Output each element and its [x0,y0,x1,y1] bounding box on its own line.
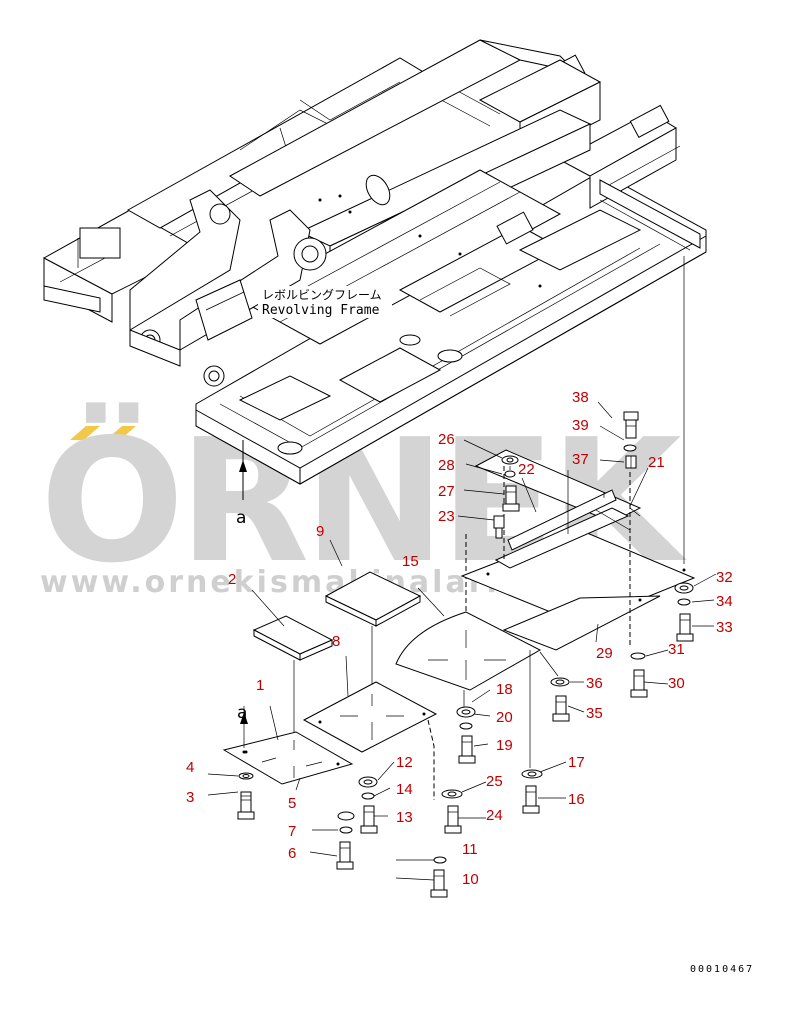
callout-23: 23 [438,508,455,525]
cover-plates: a [222,449,696,800]
callout-10: 10 [462,871,479,888]
frame-label-japanese: レボルビングフレーム [262,288,382,302]
callout-16: 16 [568,791,585,808]
callout-3: 3 [186,789,194,806]
callout-4: 4 [186,759,194,776]
drawing-code: 00010467 [690,964,754,975]
callout-15: 15 [402,553,419,570]
callout-32: 32 [716,569,733,586]
view-arrow-top: a [236,440,247,528]
callout-38: 38 [572,389,589,406]
callout-37: 37 [572,451,589,468]
callout-29: 29 [596,645,613,662]
callout-14: 14 [396,781,413,798]
callout-22: 22 [518,461,535,478]
callout-2: 2 [228,571,236,588]
callout-33: 33 [716,619,733,636]
view-letter-bottom: a [237,703,247,723]
callout-19: 19 [496,737,513,754]
callout-30: 30 [668,675,685,692]
callout-9: 9 [316,523,324,540]
callout-36: 36 [586,675,603,692]
callout-11: 11 [462,841,478,858]
revolving-frame: レボルビングフレーム Revolving Frame [42,39,707,564]
callout-26: 26 [438,431,455,448]
callout-numbers: 1 2 3 4 5 6 7 8 9 10 11 12 13 14 15 16 1… [186,389,733,888]
callout-24: 24 [486,807,503,824]
callout-1: 1 [256,677,264,694]
callout-13: 13 [396,809,413,826]
view-letter-top: a [236,508,246,528]
callout-18: 18 [496,681,513,698]
callout-12: 12 [396,754,413,771]
frame-label-english: Revolving Frame [262,303,380,318]
callout-20: 20 [496,709,513,726]
callout-25: 25 [486,773,503,790]
leader-lines [207,401,717,881]
callout-8: 8 [332,633,340,650]
callout-27: 27 [438,483,455,500]
callout-35: 35 [586,705,603,722]
callout-21: 21 [648,454,665,471]
callout-31: 31 [668,641,685,658]
callout-39: 39 [572,417,589,434]
callout-5: 5 [288,795,296,812]
callout-7: 7 [288,823,296,840]
callout-6: 6 [288,845,296,862]
callout-17: 17 [568,754,585,771]
callout-28: 28 [438,457,455,474]
callout-34: 34 [716,593,733,610]
